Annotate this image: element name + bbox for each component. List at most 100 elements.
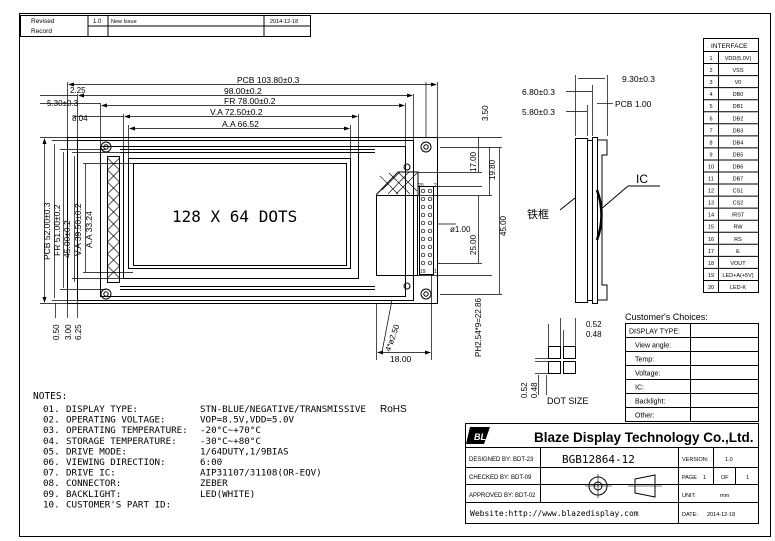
note-number: 02. [43, 415, 60, 426]
active-area [128, 158, 351, 269]
designed-by: DESIGNED BY: BDT-23 [469, 457, 534, 463]
interface-pin-number: 8 [709, 140, 712, 146]
version-label: VERSION: [682, 457, 709, 463]
zebra-left [107, 156, 120, 283]
side-glass [575, 138, 588, 303]
dim-18: 18.00 [390, 354, 412, 364]
note-value: ZEBER [200, 478, 228, 489]
note-label: DRIVE IC: [66, 468, 116, 479]
dim-pcb-height: PCB 52.00±0.3 [42, 202, 52, 260]
dim-0-50: 0.50 [52, 324, 61, 340]
dot-dim-0-52-v: 0.52 [520, 382, 529, 398]
note-label: DISPLAY TYPE: [66, 404, 138, 415]
note-label: STORAGE TEMPERATURE: [66, 436, 177, 447]
customer-title: Customer's Choices: [625, 312, 708, 322]
side-ic [595, 189, 603, 241]
interface-pin-number: 16 [708, 237, 714, 243]
part-number: BGB12864-12 [562, 453, 635, 466]
dim-17: 17.00 [469, 151, 478, 172]
interface-pin-signal: E [736, 249, 740, 255]
interface-pin-number: 4 [709, 92, 712, 98]
dim-va-width: V.A 72.50±0.2 [210, 107, 263, 117]
date-value: 2014-12-18 [707, 512, 735, 518]
interface-pin-number: 11 [708, 177, 714, 183]
version-value: 1.0 [725, 457, 733, 463]
customer-row-label: View angle: [635, 343, 671, 350]
dim-hole: ø1.00 [450, 225, 471, 234]
interface-pin-signal: DB6 [733, 164, 744, 170]
note-label: VIEWING DIRECTION: [66, 457, 166, 468]
interface-pin-signal: LED-K [730, 285, 747, 291]
dim-8-04: 8.04 [72, 114, 88, 123]
frame-label: 铁框 [527, 208, 549, 221]
interface-pin-number: 13 [708, 201, 714, 207]
dim-2-25: 2.25 [70, 86, 86, 95]
interface-pin-number: 17 [708, 249, 714, 255]
interface-pin-signal: DB3 [733, 128, 744, 134]
connector-area [376, 195, 418, 276]
note-label: CUSTOMER'S PART ID: [66, 499, 171, 510]
dim-mount-holes: 4*ø2.50 [383, 323, 401, 353]
interface-title: INTERFACE [711, 43, 748, 50]
dim-6-25: 6.25 [74, 324, 83, 340]
interface-pin-number: 12 [708, 189, 714, 195]
approved-by: APPROVED BY: BDT-02 [469, 493, 536, 499]
dim-19-80: 19.80 [488, 159, 497, 180]
interface-pin-number: 7 [709, 128, 712, 134]
blaze-logo: BLAZE [466, 427, 505, 444]
note-number: 08. [43, 478, 60, 489]
note-number: 06. [43, 457, 60, 468]
customer-row-label: DISPLAY TYPE: [629, 329, 680, 336]
interface-pin-number: 19 [708, 273, 714, 279]
note-value: AIP31107/31108(OR-EQV) [200, 468, 322, 479]
dim-98: 98.00±0.2 [224, 86, 262, 96]
interface-pin-number: 5 [709, 104, 712, 110]
pcb-outline [67, 137, 438, 304]
unit-label: UNIT: [682, 493, 696, 499]
dim-3-00: 3.00 [64, 324, 73, 340]
note-label: OPERATING TEMPERATURE: [66, 425, 188, 436]
interface-pin-number: 10 [708, 164, 714, 170]
dim-25: 25.00 [469, 234, 478, 255]
interface-pin-number: 14 [708, 213, 714, 219]
interface-pin-number: 18 [708, 261, 714, 267]
interface-pin-number: 2 [709, 68, 712, 74]
pin-label-1: 1 [434, 269, 437, 275]
sheet-border [19, 13, 771, 537]
note-number: 03. [43, 425, 60, 436]
customer-choices: Customer's Choices: DISPLAY TYPE: View an… [625, 312, 759, 422]
interface-pin-signal: RS [734, 237, 742, 243]
of-value: 1 [746, 475, 749, 481]
dim-fr-width: FR 78.00±0.2 [224, 96, 276, 106]
interface-pin-number: 20 [708, 285, 714, 291]
customer-row-label: Voltage: [635, 371, 660, 378]
revision-date: 2014-12-18 [270, 19, 298, 25]
notes-title: NOTES: [33, 391, 67, 402]
note-value: STN-BLUE/NEGATIVE/TRANSMISSIVE [200, 404, 366, 415]
pcb-thickness: PCB 1.00 [615, 99, 652, 109]
notes: NOTES: 01.DISPLAY TYPE:STN-BLUE/NEGATIVE… [33, 391, 407, 510]
note-number: 04. [43, 436, 60, 447]
logo-text: BLAZE [474, 432, 505, 442]
interface-pin-signal: DB5 [733, 152, 744, 158]
dot-dim-0-48: 0.48 [586, 330, 602, 339]
note-value: 1/64DUTY,1/9BIAS [200, 446, 289, 457]
dot-dim-0-48-v: 0.48 [530, 382, 539, 398]
interface-pin-signal: VDD(5.0V) [725, 56, 752, 62]
customer-row-label: Other: [635, 413, 655, 420]
interface-pin-signal: CS1 [733, 189, 744, 195]
interface-pin-signal: DB2 [733, 116, 744, 122]
note-number: 09. [43, 489, 60, 500]
customer-row-label: Temp: [635, 357, 654, 364]
record-label: Record [31, 28, 52, 35]
customer-row-label: Backlight: [635, 399, 665, 406]
interface-pin-number: 9 [709, 152, 712, 158]
company-name: Blaze Display Technology Co.,Ltd. [534, 430, 754, 445]
note-label: OPERATING VOLTAGE: [66, 415, 166, 426]
note-label: BACKLIGHT: [66, 489, 121, 500]
dim-45-right: 45.00 [499, 215, 508, 236]
note-value: LED(WHITE) [200, 489, 255, 500]
mount-hole-tl [100, 141, 112, 153]
interface-pin-number: 6 [709, 116, 712, 122]
